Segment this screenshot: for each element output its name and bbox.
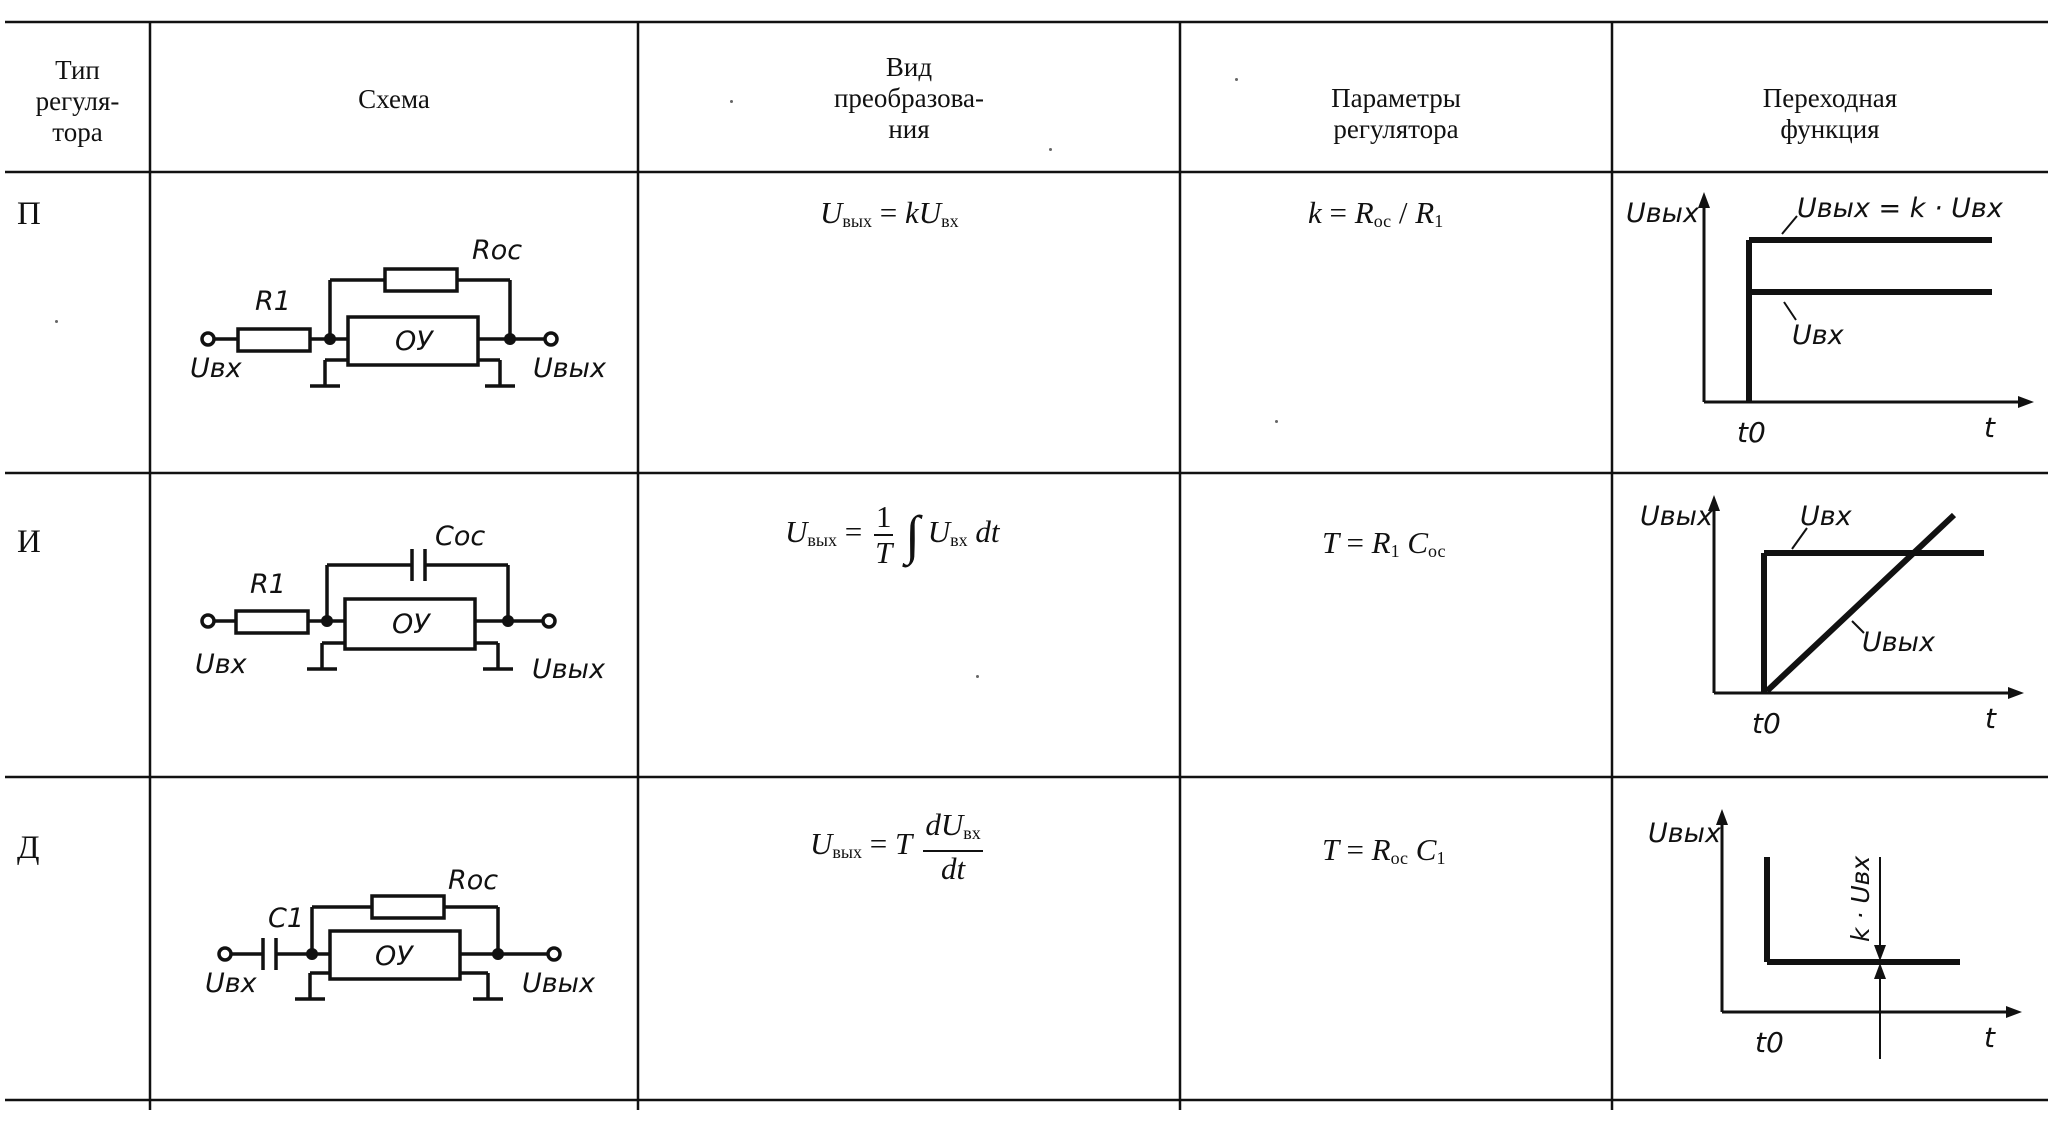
scheme-i: R1 Coc ОУ Uвх Uвых bbox=[195, 521, 606, 685]
plot-p-curve2: Uвх bbox=[1792, 320, 1845, 351]
plot-i-curve1: Uвх bbox=[1800, 501, 1853, 532]
plot-d-t: t bbox=[1984, 1021, 1996, 1054]
header-scheme: Схема bbox=[358, 84, 430, 114]
scheme-d-vin: Uвх bbox=[205, 968, 258, 999]
scheme-d-amp: ОУ bbox=[375, 941, 414, 972]
plot-d-mark: k · Uвх bbox=[1846, 856, 1875, 942]
scheme-i-vout: Uвых bbox=[532, 654, 606, 685]
scheme-d-vout: Uвых bbox=[522, 968, 596, 999]
scan-speck bbox=[1049, 148, 1052, 151]
plot-i: Uвых Uвх Uвых t0 t bbox=[1640, 495, 2024, 740]
scan-speck bbox=[55, 320, 58, 323]
plot-d-ylabel: Uвых bbox=[1648, 818, 1722, 849]
scheme-p-vin: Uвх bbox=[190, 353, 243, 384]
scheme-i-vin: Uвх bbox=[195, 649, 248, 680]
plot-p-t: t bbox=[1984, 411, 1996, 444]
row-label-i: И bbox=[17, 524, 41, 560]
scheme-p-r1: R1 bbox=[255, 286, 291, 317]
plot-d-t0: t0 bbox=[1755, 1026, 1784, 1059]
params-d: T = Rос C1 bbox=[1322, 832, 1446, 868]
params-p: k = Rос / R1 bbox=[1308, 195, 1444, 231]
plot-i-t: t bbox=[1985, 702, 1997, 735]
scheme-p: R1 Roc ОУ Uвх Uвых bbox=[190, 235, 607, 388]
plot-p-t0: t0 bbox=[1737, 416, 1766, 449]
plot-p-ylabel: Uвых bbox=[1626, 198, 1700, 229]
plot-p-curve1: Uвых = k · Uвх bbox=[1797, 193, 2004, 224]
row-label-d: Д bbox=[17, 830, 40, 866]
scheme-i-cfb: Coc bbox=[435, 521, 485, 552]
scheme-p-amp: ОУ bbox=[395, 326, 434, 357]
plot-p: Uвых Uвых = k · Uвх Uвх t0 t bbox=[1626, 192, 2034, 449]
scheme-p-vout: Uвых bbox=[533, 353, 607, 384]
scheme-i-amp: ОУ bbox=[392, 609, 431, 640]
plot-i-ylabel: Uвых bbox=[1640, 501, 1714, 532]
scheme-d-rfb: Roc bbox=[448, 865, 498, 896]
scan-speck bbox=[976, 675, 979, 678]
plot-d: Uвых k · Uвх t0 t bbox=[1648, 809, 2022, 1059]
scheme-d: C1 Roc ОУ Uвх Uвых bbox=[205, 865, 596, 1001]
plot-i-curve2: Uвых bbox=[1862, 627, 1936, 658]
scheme-p-rfb: Roc bbox=[472, 235, 522, 266]
formula-p: Uвых = kUвх bbox=[820, 195, 959, 231]
scan-speck bbox=[730, 100, 733, 103]
scan-speck bbox=[1275, 420, 1278, 423]
row-label-p: П bbox=[17, 196, 41, 232]
params-i: T = R1 Cос bbox=[1322, 525, 1446, 561]
scheme-d-c1: C1 bbox=[268, 903, 304, 934]
scheme-i-r1: R1 bbox=[250, 569, 286, 600]
scan-speck bbox=[1235, 78, 1238, 81]
plot-i-t0: t0 bbox=[1752, 707, 1781, 740]
